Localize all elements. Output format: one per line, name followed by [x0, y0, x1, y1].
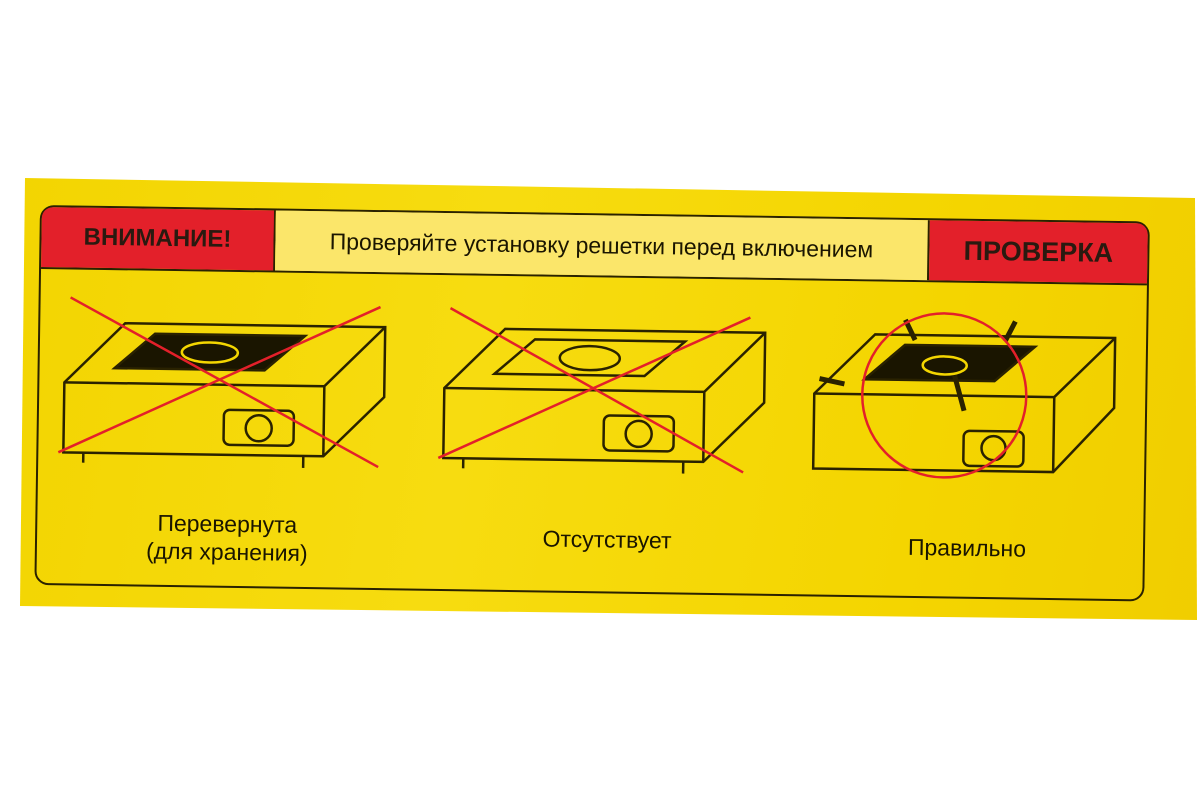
panel-correct: Правильно — [801, 293, 1155, 588]
sticker-frame: ВНИМАНИЕ! Проверяйте установку решетки п… — [34, 205, 1150, 602]
stove-grate-flipped-illustration — [57, 296, 387, 469]
cross-icon — [57, 296, 382, 469]
check-label: ПРОВЕРКА — [928, 220, 1148, 284]
instruction-text: Проверяйте установку решетки перед включ… — [275, 210, 930, 281]
check-circle-icon — [861, 312, 1028, 479]
caption: Правильно — [907, 533, 1027, 562]
caption: Отсутствует — [542, 525, 672, 554]
warning-label: ВНИМАНИЕ! — [41, 207, 276, 271]
caption: Перевернута(для хранения) — [145, 509, 308, 567]
panel-missing: Отсутствует — [432, 288, 786, 583]
cross-icon — [437, 307, 751, 474]
stove-correct-grate-illustration — [811, 312, 1117, 479]
panel-upside-down: Перевернута(для хранения) — [52, 282, 406, 577]
header-bar: ВНИМАНИЕ! Проверяйте установку решетки п… — [41, 207, 1148, 286]
stove-no-grate-illustration — [437, 307, 767, 474]
